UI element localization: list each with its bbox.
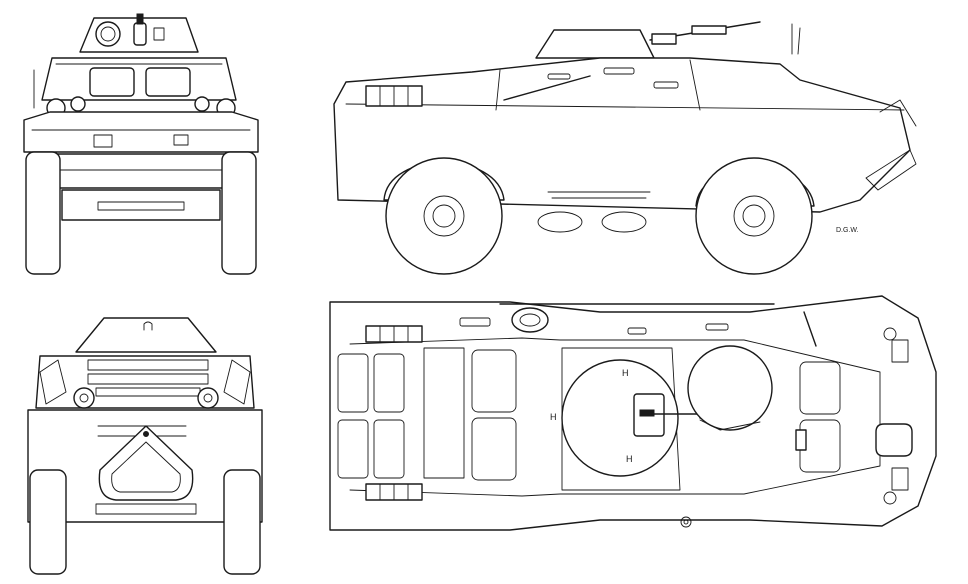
rear-wheel-left xyxy=(29,469,67,575)
top-view: H H H xyxy=(329,295,937,531)
turret-mark-1: H xyxy=(622,368,629,378)
turret-mark-2: H xyxy=(550,412,557,422)
rear-view xyxy=(27,317,263,575)
front-nose-plate xyxy=(39,153,241,189)
front-light-left-inner xyxy=(70,96,86,112)
front-vision-block-right xyxy=(145,67,191,97)
side-wheel-front xyxy=(385,157,503,275)
rear-spare-wheel-left xyxy=(73,387,95,409)
signature: D.G.W. xyxy=(836,227,859,234)
rear-door xyxy=(98,425,194,501)
front-underbody xyxy=(61,189,221,221)
top-hatch-latch xyxy=(795,429,807,451)
front-light-right-inner xyxy=(194,96,210,112)
rear-turret xyxy=(75,317,217,353)
front-wheel-left xyxy=(25,151,61,275)
side-turret xyxy=(535,29,655,59)
front-hull-body xyxy=(23,111,259,153)
front-vision-block-left xyxy=(89,67,135,97)
top-cable-reel xyxy=(511,307,549,333)
front-searchlight xyxy=(95,21,121,47)
top-turret xyxy=(561,359,679,477)
side-pole xyxy=(503,75,591,101)
side-wheel-rear xyxy=(695,157,813,275)
front-wheel-right xyxy=(221,151,257,275)
top-nose-port xyxy=(875,423,913,457)
rear-wheel-right xyxy=(223,469,261,575)
top-commander-hatch xyxy=(687,345,773,431)
front-machine-gun xyxy=(133,22,147,46)
rear-engine-deck xyxy=(35,355,255,409)
turret-mark-3: H xyxy=(626,454,633,464)
front-view xyxy=(23,13,259,275)
rear-spare-wheel-right xyxy=(197,387,219,409)
side-view: D.G.W. xyxy=(333,21,917,275)
